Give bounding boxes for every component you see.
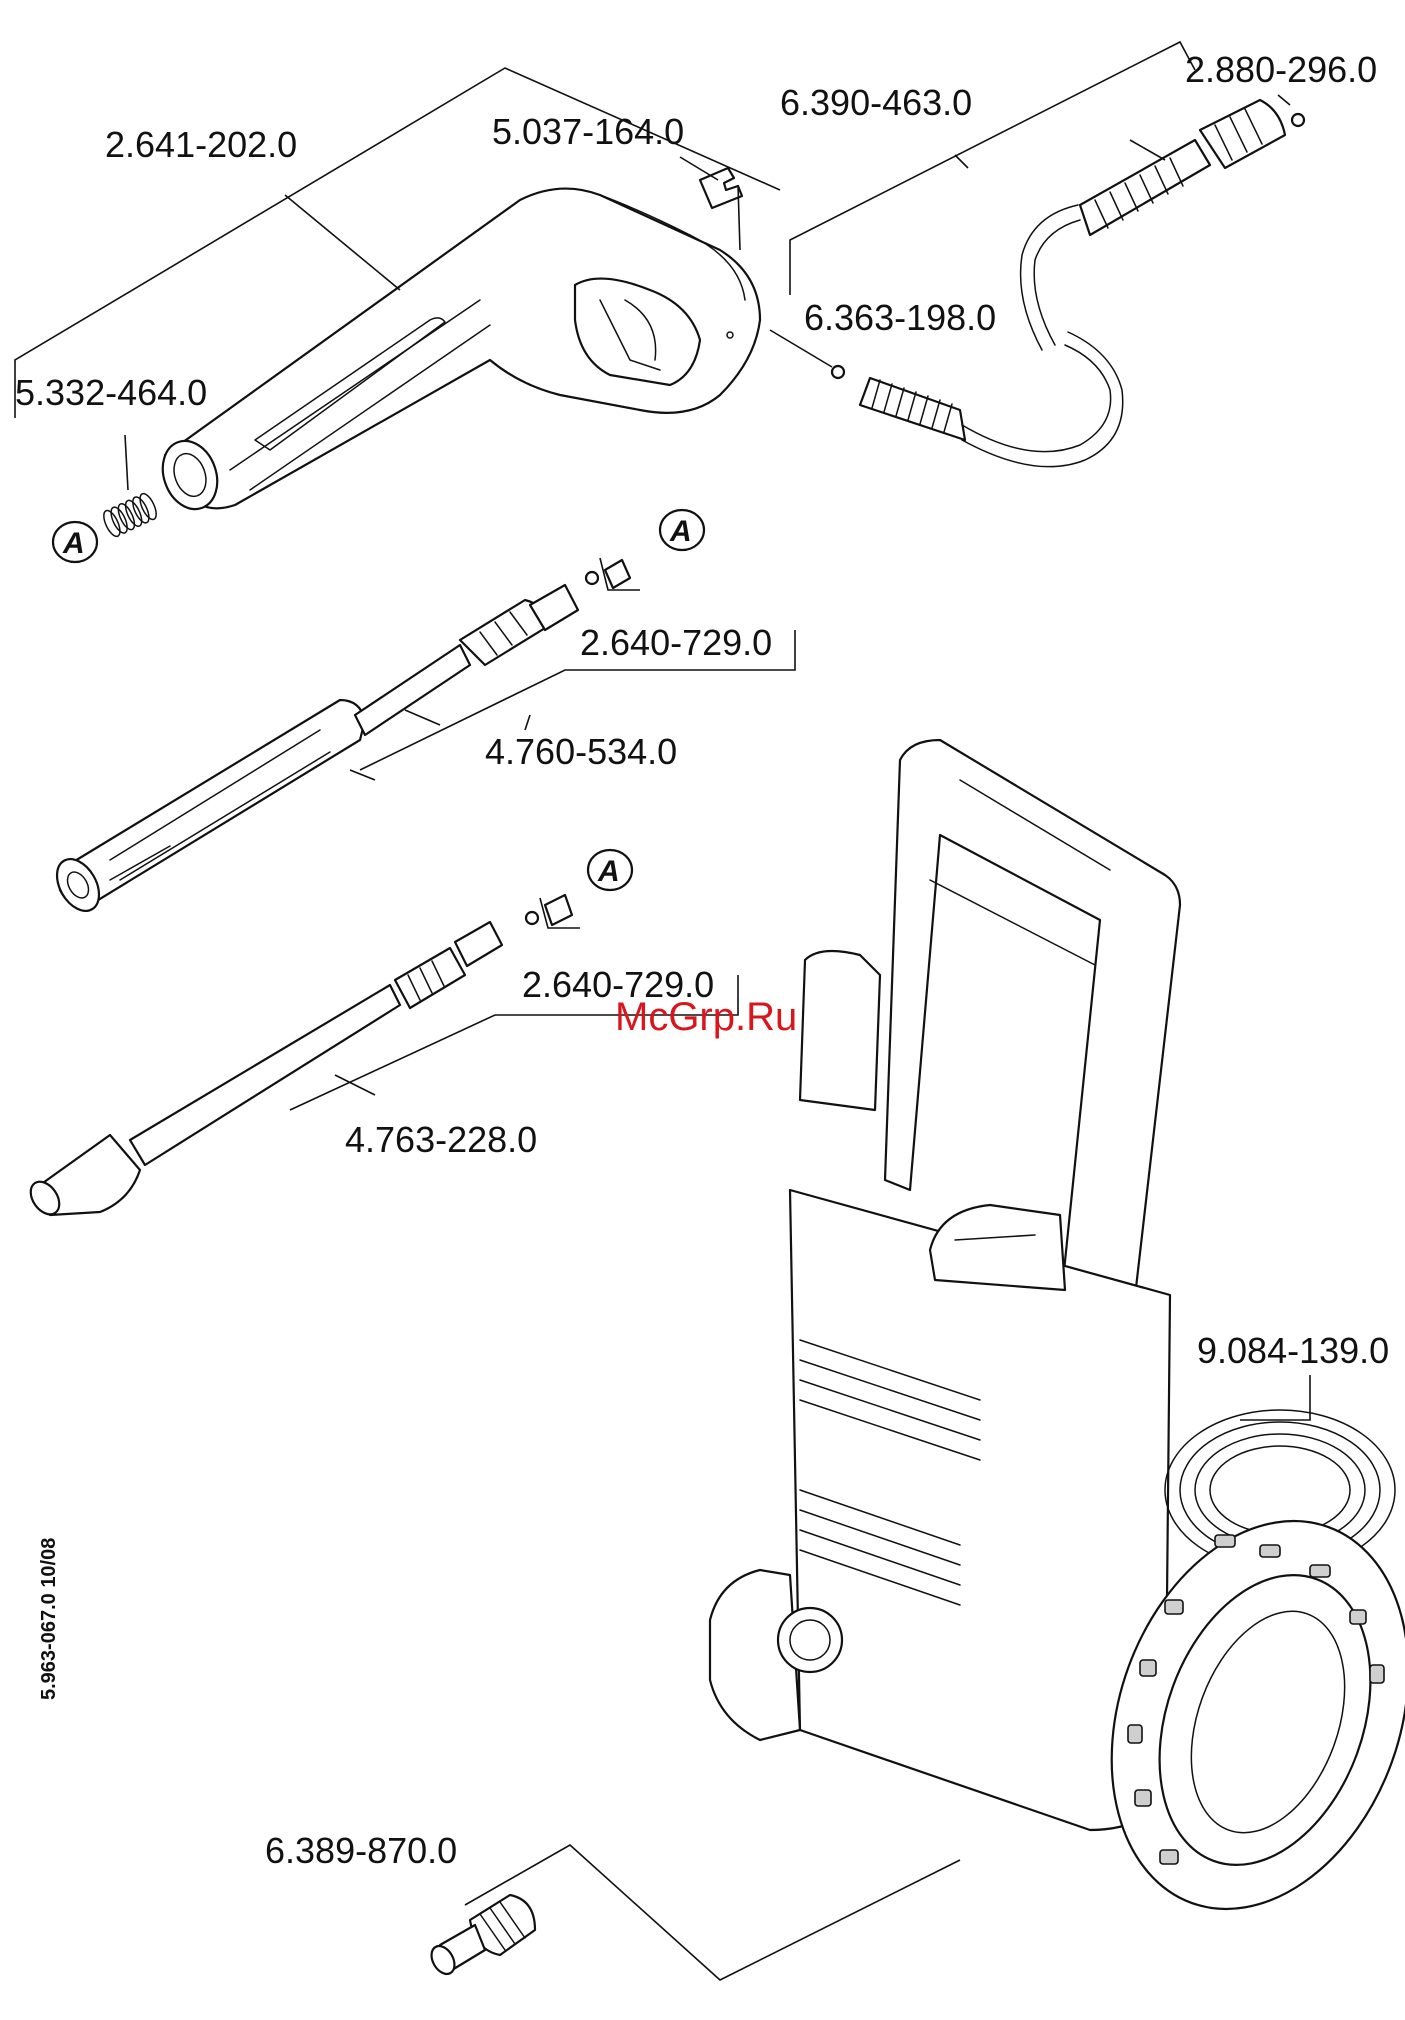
water-inlet-coupling-drawing [427,1895,535,1978]
marker-a-3: A [588,850,632,890]
spring-drawing [101,491,160,538]
label-spring: 5.332-464.0 [15,372,207,413]
high-pressure-hose-drawing [860,100,1285,467]
label-vario-power-lance: 4.760-534.0 [485,731,677,772]
label-hose-assembly: 9.084-139.0 [1197,1330,1389,1371]
clip-drawing [700,168,742,208]
gun-oring-drawing [832,366,844,378]
svg-text:A: A [669,515,692,548]
label-clip: 5.037-164.0 [492,111,684,152]
label-hose-oring: 2.880-296.0 [1185,49,1377,90]
svg-text:A: A [597,855,620,888]
label-dirt-blaster-lance: 4.763-228.0 [345,1119,537,1160]
marker-a-1: A [53,522,97,562]
trigger-gun-drawing [154,189,760,517]
watermark: McGrp.Ru [615,995,797,1039]
marker-a-2: A [660,510,704,550]
label-high-pressure-hose: 6.390-463.0 [780,82,972,123]
label-trigger-gun: 2.641-202.0 [105,124,297,165]
hose-oring-drawing [1292,114,1304,126]
pressure-washer-body-drawing [710,740,1180,1830]
dirt-blaster-lance-drawing [25,895,572,1220]
label-water-inlet-coupling: 6.389-870.0 [265,1830,457,1871]
label-nozzle-seal-set-1: 2.640-729.0 [580,622,772,663]
svg-text:A: A [62,527,85,560]
label-gun-oring: 6.363-198.0 [804,297,996,338]
document-number: 5.963-067.0 10/08 [38,1538,60,1700]
